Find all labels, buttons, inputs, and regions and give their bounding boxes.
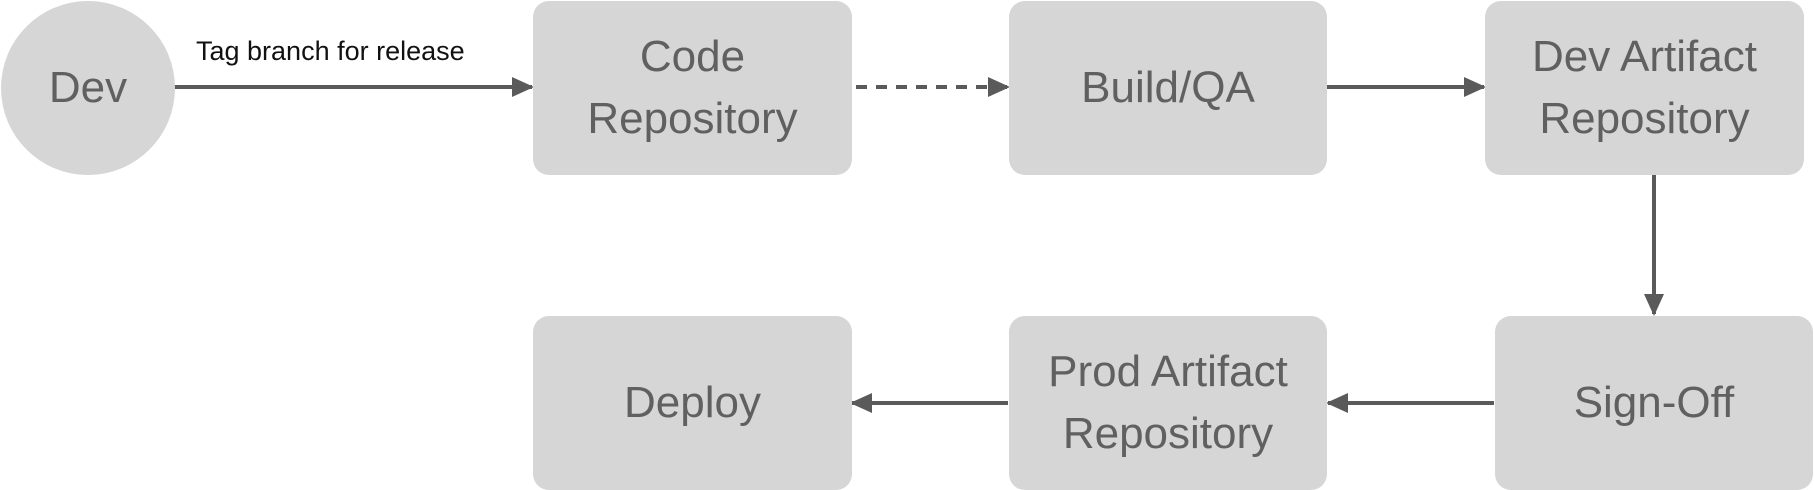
- node-code-repository-label: Code Repository: [587, 32, 798, 143]
- node-dev-artifact-repository: Dev Artifact Repository: [1485, 1, 1804, 175]
- node-sign-off-label: Sign-Off: [1573, 378, 1735, 427]
- node-dev-artifact-repository-label: Dev Artifact Repository: [1532, 32, 1757, 143]
- node-dev: Dev: [1, 1, 175, 175]
- edge-label-tag-branch-for-release: Tag branch for release: [196, 36, 465, 66]
- node-build-qa: Build/QA: [1009, 1, 1327, 175]
- node-prod-artifact-repository-label: Prod Artifact Repository: [1048, 347, 1288, 458]
- node-deploy: Deploy: [533, 316, 852, 490]
- node-prod-artifact-repository: Prod Artifact Repository: [1009, 316, 1327, 490]
- node-dev-label: Dev: [48, 63, 128, 112]
- node-deploy-label: Deploy: [624, 378, 761, 427]
- node-sign-off: Sign-Off: [1495, 316, 1813, 490]
- node-build-qa-label: Build/QA: [1081, 63, 1255, 112]
- node-code-repository: Code Repository: [533, 1, 852, 175]
